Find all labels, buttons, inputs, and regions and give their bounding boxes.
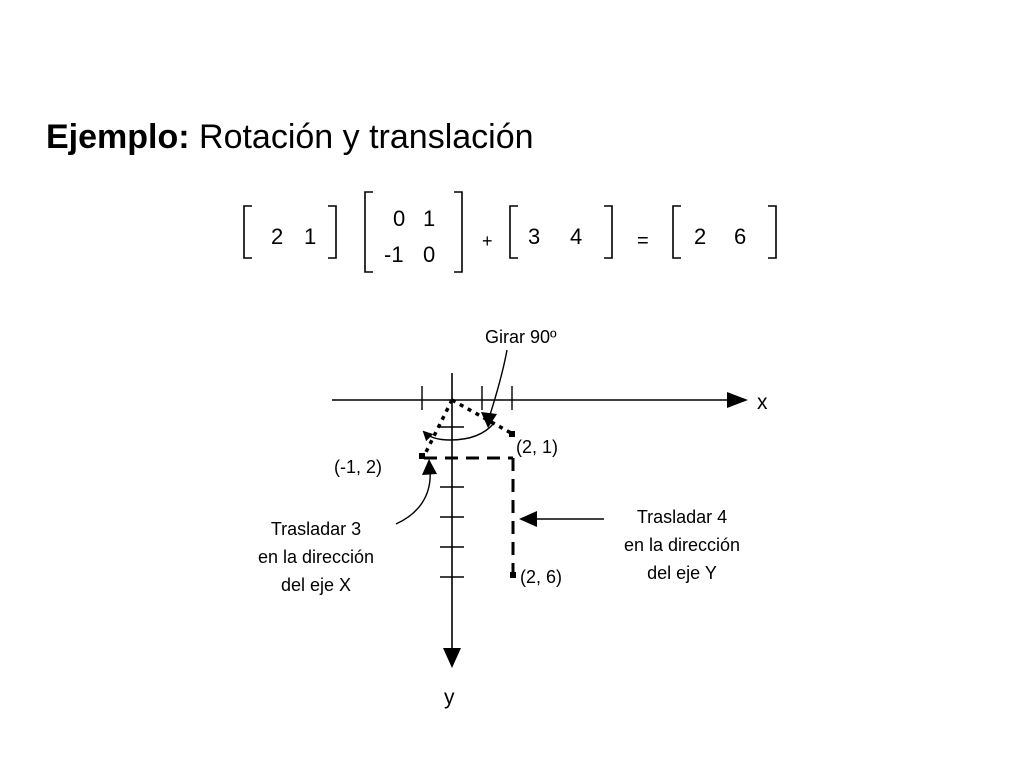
rotate-label-leader: [488, 349, 508, 419]
rotation-r2c2: 0: [423, 242, 435, 267]
y-axis-arrowhead: [443, 648, 461, 668]
result-x: 2: [694, 224, 706, 249]
point-matrix-right-bracket: [328, 205, 337, 259]
title-bold: Ejemplo:: [46, 118, 190, 156]
point-y: 1: [304, 224, 316, 249]
point-x: 2: [271, 224, 283, 249]
translate-y-leader-arrowhead: [519, 511, 537, 527]
title-rest: Rotación y translación: [189, 118, 534, 156]
x-axis-arrowhead: [727, 392, 748, 408]
result-y: 6: [734, 224, 746, 249]
translate-x-leader: [395, 469, 431, 525]
rotate-label: Girar 90º: [485, 327, 557, 347]
vector-to-minus1-2: [422, 399, 454, 457]
slide-title: Ejemplo: Rotación y translación: [46, 118, 534, 157]
translate-x-note: Trasladar 3 en la dirección del eje X: [258, 519, 374, 595]
result-matrix-left-bracket: [672, 205, 681, 259]
rotation-r2c1: -1: [384, 242, 404, 267]
translate-x-line-2: en la dirección: [258, 547, 374, 567]
translate-y-line-3: del eje Y: [647, 563, 717, 583]
translation-paths: [424, 456, 515, 573]
point-marker-2-1: [509, 431, 515, 437]
rotation-r1c1: 0: [393, 206, 405, 231]
rotate-leader-arrowhead: [481, 412, 497, 428]
translation-matrix-left-bracket: [509, 205, 518, 259]
translation-matrix-right-bracket: [604, 205, 613, 259]
rotation-vectors: [422, 398, 512, 457]
rotation-matrix-left-bracket: [364, 191, 373, 273]
axes: [332, 373, 732, 652]
rotation-r1c2: 1: [423, 206, 435, 231]
y-axis-ticks: [440, 426, 464, 578]
translate-x-line-1: Trasladar 3: [271, 519, 361, 539]
point-label-2-1: (2, 1): [516, 437, 558, 457]
point-matrix-left-bracket: [243, 205, 252, 259]
translate-y-note: Trasladar 4 en la dirección del eje Y: [624, 507, 740, 583]
y-axis-label: y: [444, 686, 455, 709]
point-label-2-6: (2, 6): [520, 567, 562, 587]
translate-x-leader-arrowhead: [422, 459, 437, 475]
point-label-minus1-2: (-1, 2): [334, 457, 382, 477]
point-marker-2-6: [510, 572, 516, 578]
translate-x-line-3: del eje X: [281, 575, 351, 595]
x-axis-ticks: [421, 386, 513, 410]
equals-sign: =: [637, 230, 649, 252]
translation-x: 3: [528, 224, 540, 249]
translate-y-line-2: en la dirección: [624, 535, 740, 555]
plus-sign: +: [482, 231, 493, 251]
x-axis-label: x: [757, 391, 768, 414]
translation-y: 4: [570, 224, 582, 249]
translate-y-line-1: Trasladar 4: [637, 507, 727, 527]
vector-to-2-1: [451, 398, 512, 435]
point-marker-minus1-2: [419, 453, 425, 459]
matrix-values: 2 1 0 1 -1 0 + 3 4 = 2 6: [271, 206, 746, 267]
rotation-arc: [422, 422, 495, 442]
rotation-matrix-right-bracket: [454, 191, 463, 273]
matrix-equation: [243, 191, 777, 273]
result-matrix-right-bracket: [768, 205, 777, 259]
